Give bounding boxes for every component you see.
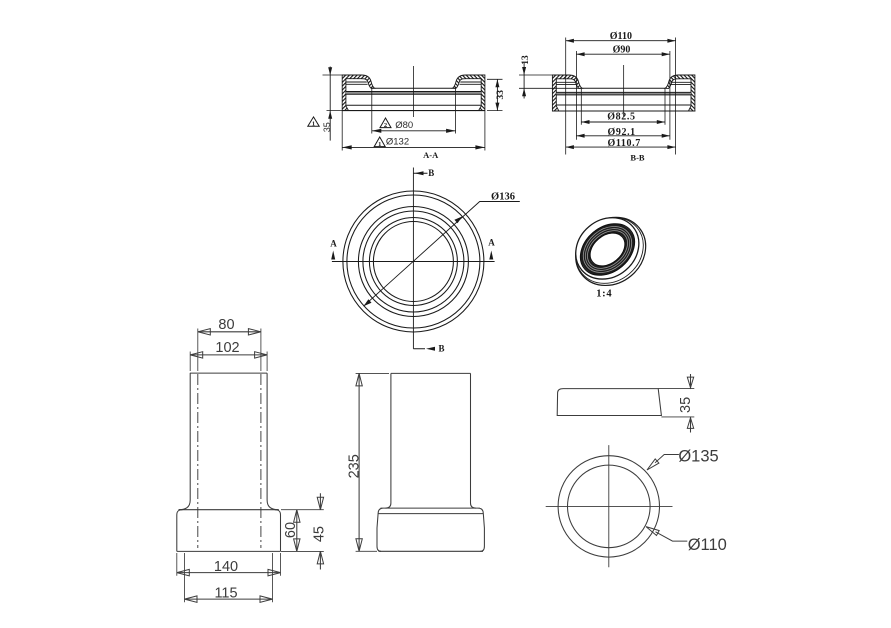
svg-text:80: 80 — [218, 317, 234, 333]
svg-text:Ø132: Ø132 — [386, 137, 409, 148]
svg-text:Ø110: Ø110 — [610, 31, 632, 42]
svg-text:115: 115 — [214, 585, 237, 601]
svg-text:140: 140 — [214, 559, 238, 575]
svg-text:102: 102 — [215, 340, 239, 356]
svg-text:Ø90: Ø90 — [613, 45, 631, 56]
svg-text:1: 1 — [312, 121, 315, 128]
svg-text:1:4: 1:4 — [596, 289, 612, 300]
svg-text:35: 35 — [678, 397, 694, 413]
svg-text:Ø136: Ø136 — [491, 191, 515, 202]
svg-text:Ø110: Ø110 — [688, 536, 727, 554]
svg-text:35: 35 — [322, 122, 332, 132]
svg-text:Ø82.5: Ø82.5 — [607, 112, 635, 123]
svg-text:Ø110.7: Ø110.7 — [608, 138, 641, 149]
svg-text:60: 60 — [283, 522, 299, 538]
svg-text:Ø80: Ø80 — [395, 120, 413, 131]
svg-text:45: 45 — [311, 526, 327, 542]
svg-text:Ø135: Ø135 — [678, 448, 718, 466]
svg-text:B-B: B-B — [630, 152, 645, 162]
svg-text:B: B — [428, 168, 434, 178]
svg-text:2: 2 — [384, 122, 387, 129]
svg-text:B: B — [439, 344, 445, 354]
svg-text:33: 33 — [496, 90, 506, 100]
svg-text:Ø92.1: Ø92.1 — [608, 127, 636, 138]
svg-text:A-A: A-A — [423, 150, 439, 160]
svg-text:1: 1 — [378, 141, 381, 148]
svg-text:A: A — [330, 238, 337, 248]
svg-text:235: 235 — [346, 454, 362, 478]
svg-text:A: A — [488, 237, 495, 247]
svg-text:13: 13 — [521, 55, 531, 65]
